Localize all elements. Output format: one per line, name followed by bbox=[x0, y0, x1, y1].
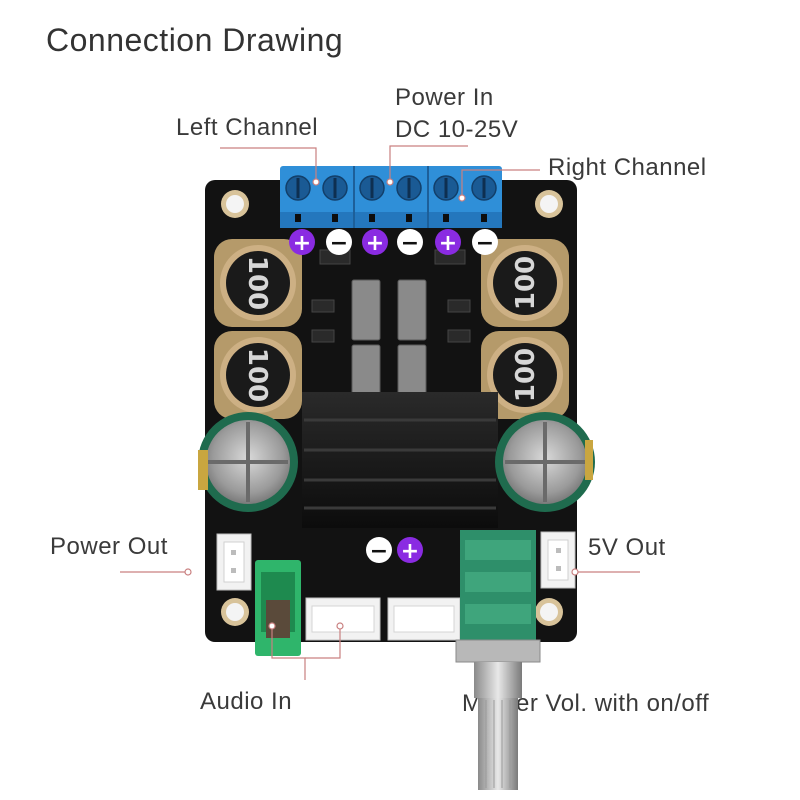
film-capacitors bbox=[351, 279, 427, 401]
inductor-marking: 100 bbox=[242, 348, 272, 402]
minus-badge: − bbox=[397, 229, 423, 256]
page-title: Connection Drawing bbox=[46, 22, 344, 58]
five-v-out-connector bbox=[540, 531, 576, 589]
power-out-label: Power Out bbox=[50, 533, 168, 560]
input-connectors bbox=[305, 597, 461, 641]
audio-in-label: Audio In bbox=[200, 688, 293, 715]
minus-badge: − bbox=[472, 229, 498, 256]
right-channel-leader bbox=[461, 169, 540, 196]
minus-badge: − bbox=[366, 537, 392, 564]
screw-terminal-block bbox=[280, 166, 502, 228]
minus-badge: − bbox=[326, 229, 352, 256]
power-in-leader bbox=[389, 145, 468, 180]
svg-text:+: + bbox=[366, 231, 384, 256]
audio-jack bbox=[255, 560, 301, 656]
left-channel-leader bbox=[220, 147, 317, 180]
svg-text:−: − bbox=[330, 231, 348, 256]
volume-potentiometer bbox=[455, 530, 541, 790]
plus-badge: + bbox=[397, 537, 423, 564]
inductor-marking: 100 bbox=[242, 256, 272, 310]
leader-lines bbox=[120, 145, 640, 680]
leader-dots bbox=[184, 178, 579, 630]
heatsink bbox=[302, 392, 498, 528]
svg-text:−: − bbox=[476, 231, 494, 256]
plus-badge: + bbox=[289, 229, 315, 256]
audio-in-leader bbox=[271, 628, 306, 680]
terminal-polarity-markers: + − + − + − bbox=[289, 229, 498, 256]
inductors: 100 100 100 100 bbox=[214, 239, 569, 419]
svg-text:−: − bbox=[401, 231, 419, 256]
five-v-out-label: 5V Out bbox=[588, 534, 666, 561]
plus-badge: + bbox=[435, 229, 461, 256]
svg-text:−: − bbox=[370, 539, 388, 564]
right-channel-label: Right Channel bbox=[548, 154, 707, 181]
plus-badge: + bbox=[362, 229, 388, 256]
electrolytic-capacitor-left bbox=[198, 412, 298, 512]
svg-text:+: + bbox=[439, 231, 457, 256]
supply-polarity-markers: − + bbox=[366, 537, 423, 564]
electrolytic-capacitor-right bbox=[495, 412, 595, 512]
mounting-holes bbox=[221, 190, 563, 626]
power-out-connector bbox=[216, 533, 252, 591]
power-in-label: Power In bbox=[395, 84, 494, 111]
svg-text:+: + bbox=[401, 539, 419, 564]
inductor-marking: 100 bbox=[511, 256, 541, 310]
left-channel-label: Left Channel bbox=[176, 114, 319, 141]
svg-text:+: + bbox=[293, 231, 311, 256]
audio-in-leader-2 bbox=[305, 628, 341, 659]
inductor-marking: 100 bbox=[511, 348, 541, 402]
power-in-voltage-label: DC 10-25V bbox=[395, 116, 519, 143]
